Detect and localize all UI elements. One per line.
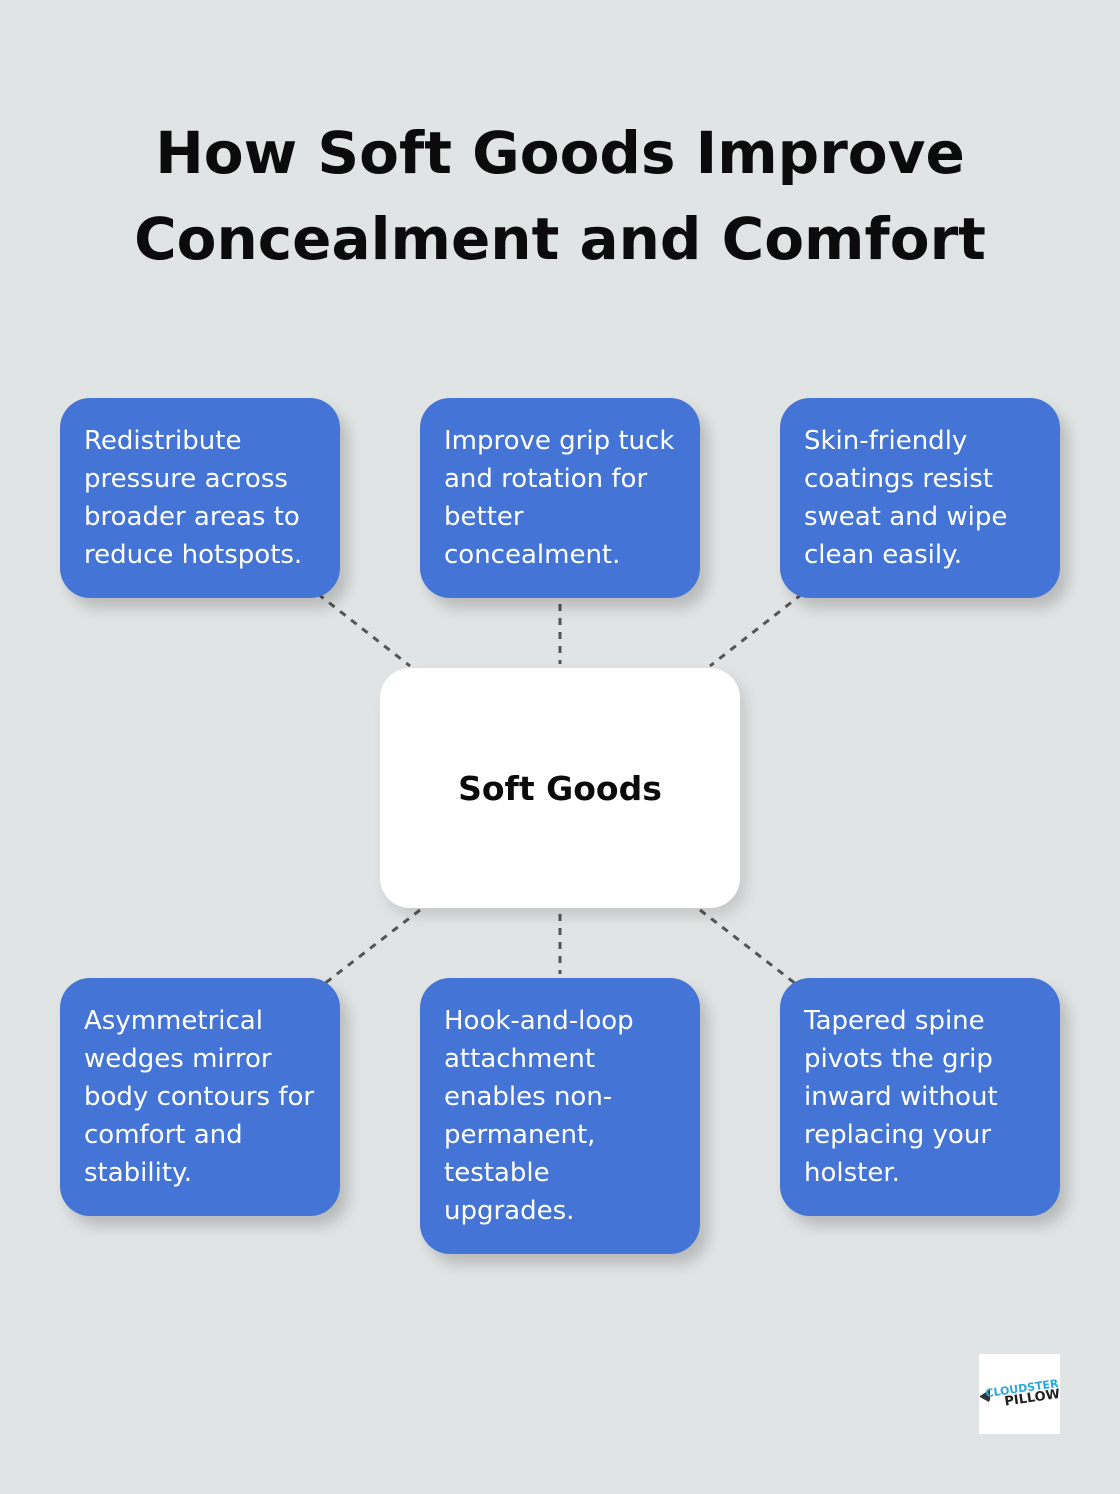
item-text-1: Redistribute pressure across broader are… [84,426,303,570]
brand-logo: CLOUDSTER PILLOW [979,1354,1061,1434]
item-box-6: Tapered spine pivots the grip inward wit… [780,978,1060,1216]
item-box-2: Improve grip tuck and rotation for bette… [420,398,700,598]
item-box-4: Asymmetrical wedges mirror body contours… [60,978,340,1216]
item-box-1: Redistribute pressure across broader are… [60,398,340,598]
center-node: Soft Goods [380,668,740,908]
connector-top-right [709,592,803,668]
connector-top-left [317,592,411,668]
diagram-title: How Soft Goods Improve Concealment and C… [0,110,1120,282]
item-text-6: Tapered spine pivots the grip inward wit… [804,1006,998,1188]
center-label: Soft Goods [458,768,662,808]
item-text-3: Skin-friendly coatings resist sweat and … [804,426,1008,570]
logo-wordmark: CLOUDSTER PILLOW [985,1377,1061,1410]
connector-bottom-left [323,908,421,986]
item-box-3: Skin-friendly coatings resist sweat and … [780,398,1060,598]
title-line-1: How Soft Goods Improve [155,119,965,187]
connector-bottom-right [699,908,797,986]
item-text-5: Hook-and-loop attachment enables non-per… [444,1006,634,1226]
item-text-2: Improve grip tuck and rotation for bette… [444,426,675,570]
title-line-2: Concealment and Comfort [134,205,986,273]
item-box-5: Hook-and-loop attachment enables non-per… [420,978,700,1254]
pillow-icon [980,1389,991,1402]
item-text-4: Asymmetrical wedges mirror body contours… [84,1006,315,1188]
